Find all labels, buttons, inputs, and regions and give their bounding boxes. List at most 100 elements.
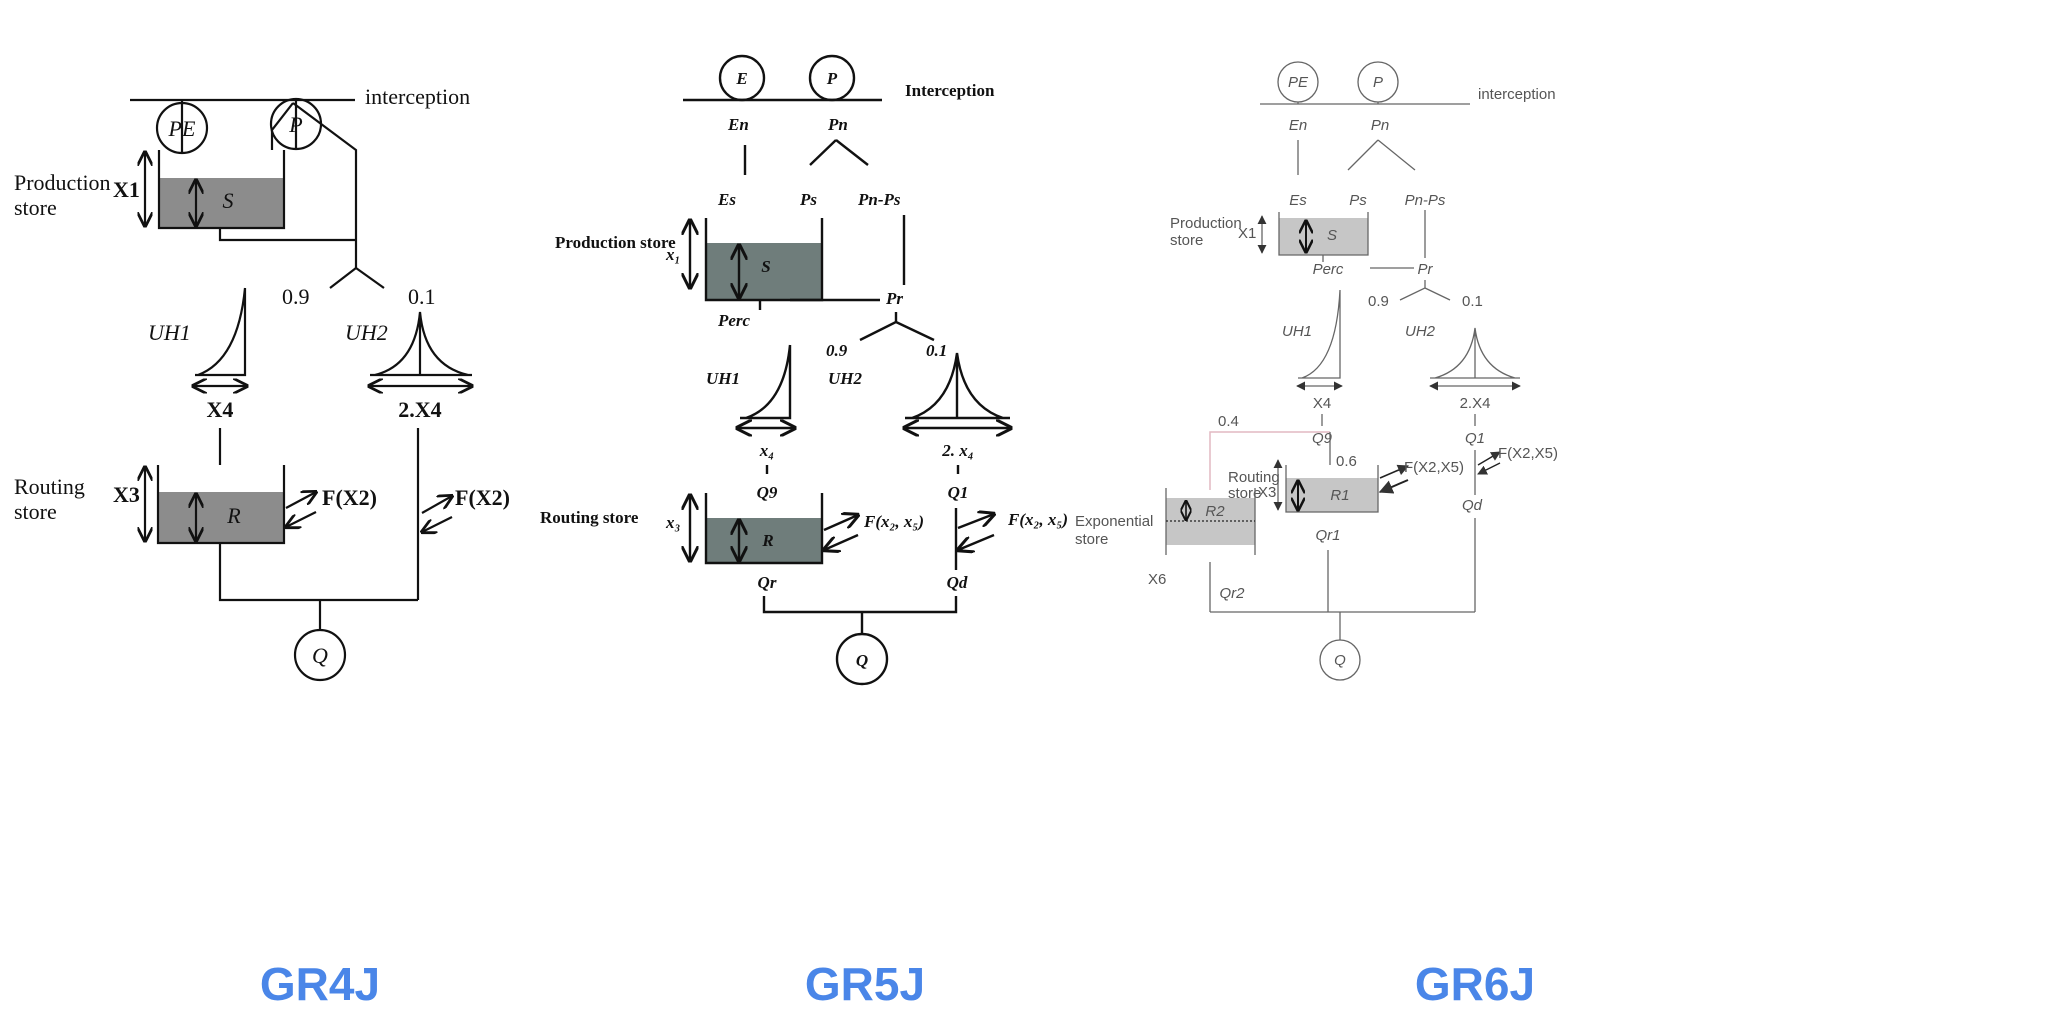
pe-label: PE [1288,74,1309,91]
qd-label: Qd [947,573,968,592]
q-label: Q [856,651,868,670]
x4-label: X4 [1313,395,1331,412]
outflow-lines [218,543,418,630]
en-label: En [1289,117,1307,134]
perc-label: Perc [717,311,751,330]
es-label: Es [717,190,736,209]
input-flow-lines [180,100,358,268]
q1-label: Q1 [948,483,969,502]
production-store-label: Production [14,170,111,195]
production-store [157,150,286,230]
q9-label: Q9 [1312,430,1333,447]
uh1-label: UH1 [1282,323,1312,340]
percolation-split-lines [758,298,935,342]
pn-ps-label: Pn-Ps [1405,192,1446,209]
x3-label: x₃ [665,513,681,532]
uh2-label: UH2 [1405,323,1436,340]
x4-label: X4 [207,397,234,422]
perc-label: Perc [1313,261,1344,278]
routing-store-fill [158,492,284,543]
outflow-lines [1209,518,1476,640]
x1-label: X1 [1238,225,1256,242]
q-output-circle [835,632,889,686]
routing-store-label-2: store [14,499,57,524]
production-store-fill [159,178,284,228]
split-01-label: 0.1 [408,284,436,309]
gr5j-title: GR5J [805,958,925,1010]
routing-store [704,493,824,565]
split-09-label: 0.9 [826,341,848,360]
split-01-label: 0.1 [1462,293,1483,310]
store-s-label: S [761,257,770,276]
uh1-curve [1298,289,1341,379]
exchange-in-arrow [1378,479,1409,494]
exchange-in-arrow-2 [1477,462,1501,475]
exchange-label-routing: F(X2,X5) [1404,459,1464,476]
interception-label: interception [365,84,470,109]
qr-label: Qr [758,573,777,592]
x4-label: x₄ [759,441,774,460]
exchange-label-routing: F(x₂, x₅) [863,512,924,531]
x6-label: X6 [1148,571,1166,588]
pr-label: Pr [885,289,903,308]
routing-store-label: Routing store [540,508,639,527]
routing-store-label: Routing [14,474,85,499]
exchange-out-arrow [823,515,858,532]
exchange-in-arrow-2 [958,533,995,550]
ps-label: Ps [799,190,817,209]
interception-label: interception [1478,86,1556,103]
exchange-in-arrow-2 [422,516,453,532]
store-s-label: S [223,188,234,213]
2x4-label: 2.X4 [398,397,441,422]
en-label: En [727,115,749,134]
routing-store-fill [706,518,822,563]
x1-label: X1 [113,177,140,202]
uh2-curve [905,352,1010,420]
store-r-label: R [761,531,773,550]
percolation-split-lines [218,228,385,289]
q-label: Q [1334,652,1346,669]
store-s-label: S [1327,227,1337,244]
2x4-label: 2.X4 [1460,395,1491,412]
production-store-fill [706,243,822,300]
gr5j-diagram: E P Interception En Pn Es Ps Pn-Ps S x₁ … [540,54,1068,1010]
exchange-out-arrow [285,492,316,509]
production-store [704,218,824,302]
store-r1-label: R1 [1330,487,1349,504]
exchange-out-arrow [1379,464,1410,479]
exchange-out-arrow-2 [421,496,452,514]
qr1-label: Qr1 [1315,527,1340,544]
split-09-label: 0.9 [1368,293,1389,310]
qr2-label: Qr2 [1219,585,1245,602]
q-output-circle [293,628,347,682]
split-01-label: 0.1 [926,341,947,360]
exchange-label-direct: F(X2,X5) [1498,445,1558,462]
q-output-circle [1319,639,1361,681]
x1-label: x₁ [665,245,680,264]
uh2-label: UH2 [345,320,388,345]
ps-label: Ps [1349,192,1367,209]
store-r-label: R [226,503,241,528]
exchange-out-arrow-2 [957,514,994,530]
exchange-label-direct: F(x₂, x₅) [1007,510,1068,529]
production-store-fill [1279,218,1368,255]
routing-store [1285,465,1379,513]
production-store-label-2: store [1170,232,1203,249]
exchange-out-arrow-2 [1477,451,1501,466]
p-label: P [826,69,838,88]
uh1-label: UH1 [148,320,191,345]
production-store-label: Production store [555,233,676,252]
uh1-label: UH1 [706,369,740,388]
uh2-label: UH2 [828,369,863,388]
pr-label: Pr [1418,261,1434,278]
q-label: Q [312,643,328,668]
split-09-label: 0.9 [282,284,310,309]
exponential-store-label-2: store [1075,531,1108,548]
qd-label: Qd [1462,497,1483,514]
gr4j-title: GR4J [260,958,380,1010]
outflow-lines [762,596,958,635]
exponential-split-line [1209,431,1330,490]
interception-label: Interception [905,81,995,100]
p-label: P [1373,74,1383,91]
